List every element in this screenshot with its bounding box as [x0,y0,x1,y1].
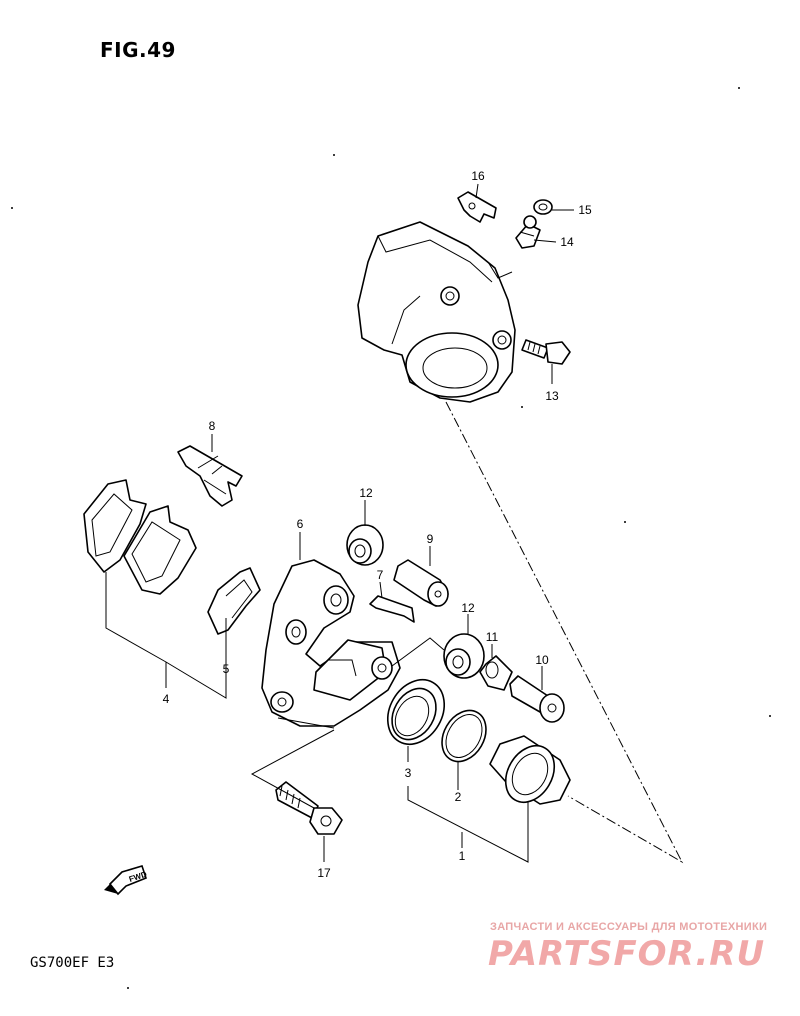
part-16-pad-spring-clip[interactable] [457,191,497,223]
part-14-bleeder-valve[interactable] [515,215,541,249]
fwd-arrow-icon: FWD [104,865,148,896]
callout-4: 4 [163,692,170,706]
leader-lines [105,183,574,863]
part-4-brake-pad-set[interactable] [83,479,197,595]
callout-8: 8 [209,419,216,433]
callout-3: 3 [405,766,412,780]
callout-1: 1 [459,849,466,863]
part-9-slide-pin[interactable] [393,559,449,607]
watermark-caption: ЗАПЧАСТИ И АКСЕССУАРЫ ДЛЯ МОТОТЕХНИКИ [490,921,768,933]
callout-2: 2 [455,790,462,804]
model-code: GS700EF E3 [30,955,115,971]
callout-12-upper: 12 [359,486,373,500]
part-13-caliper-bolt[interactable] [521,339,571,365]
callout-15: 15 [578,203,592,217]
part-12-upper-dust-boot[interactable] [346,524,384,566]
part-7-pin-clip[interactable] [369,595,415,623]
caliper-body[interactable] [357,221,516,403]
callout-6: 6 [297,517,304,531]
callout-7: 7 [377,568,384,582]
part-11-sleeve[interactable] [479,655,513,691]
center-line [445,401,684,864]
figure-title: FIG.49 [100,38,176,62]
callout-5: 5 [223,662,230,676]
part-12-lower-dust-boot[interactable] [443,633,485,679]
part-2-piston-seal[interactable] [433,703,495,770]
scan-dots [11,87,771,989]
callout-11: 11 [486,630,499,644]
callout-14: 14 [560,235,574,249]
part-8-pad-retainer[interactable] [177,445,243,507]
callout-9: 9 [427,532,434,546]
callout-13: 13 [545,389,559,403]
callout-labels: 16 15 14 13 8 12 6 9 7 12 11 10 5 4 3 2 … [163,169,592,880]
part-3-piston-boot[interactable] [376,670,455,755]
part-6-caliper-bracket[interactable] [261,559,401,729]
part-17-mounting-bolt[interactable] [275,781,343,835]
part-10-pin-bolt[interactable] [509,675,565,723]
callout-16: 16 [471,169,485,183]
callout-10: 10 [535,653,549,667]
watermark-logo: PARTSFOR.RU [488,934,766,974]
part-1-piston[interactable] [489,735,571,811]
part-15-bleeder-cap[interactable] [533,199,553,215]
callout-12-lower: 12 [461,601,475,615]
part-5-pad-shim[interactable] [207,567,261,635]
callout-17: 17 [317,866,331,880]
